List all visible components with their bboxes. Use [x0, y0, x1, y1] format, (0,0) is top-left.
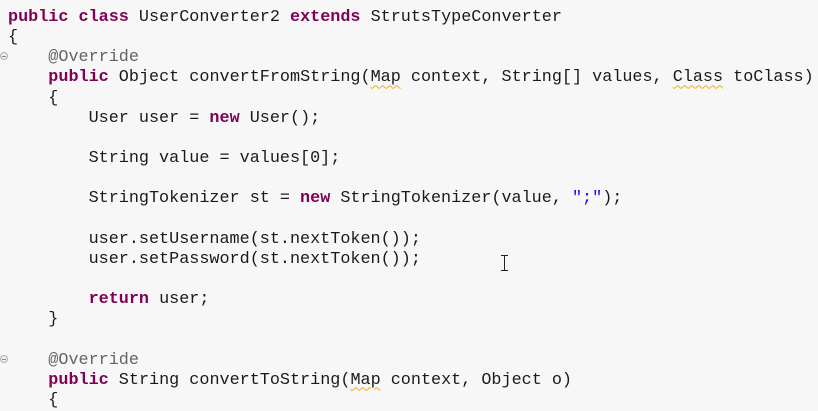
code-token: {: [8, 88, 59, 108]
keyword-token: extends: [290, 8, 361, 27]
code-token: {: [8, 390, 59, 410]
code-token: context, Object o): [380, 370, 572, 390]
keyword-token: new: [300, 189, 331, 209]
code-token: toClass): [723, 68, 814, 88]
code-line[interactable]: public class UserConverter2 extends Stru…: [8, 8, 562, 28]
fold-toggle-icon[interactable]: [0, 52, 8, 61]
code-line[interactable]: public Object convertFromString(Map cont…: [8, 68, 814, 88]
code-line[interactable]: {: [8, 391, 58, 411]
code-token: StringTokenizer st =: [8, 189, 301, 209]
code-token: StrutsTypeConverter: [360, 8, 562, 27]
code-line[interactable]: user.setUsername(st.nextToken());: [8, 230, 421, 250]
keyword-token: return: [88, 290, 150, 310]
code-token: {: [8, 28, 19, 48]
warning-token: Class: [672, 68, 724, 88]
code-line[interactable]: return user;: [8, 290, 210, 310]
code-line[interactable]: String value = values[0];: [8, 149, 341, 169]
annotation-token: @Override: [48, 350, 139, 370]
warning-token: Map: [370, 68, 401, 88]
code-token: [8, 371, 48, 390]
code-line[interactable]: @Override: [8, 351, 139, 371]
keyword-token: public: [48, 370, 109, 390]
code-token: [8, 290, 89, 309]
code-token: user.setPassword(st.nextToken());: [8, 249, 421, 269]
code-line[interactable]: public String convertToString(Map contex…: [8, 371, 572, 391]
code-token: UserConverter2: [128, 8, 290, 27]
keyword-token: public: [48, 68, 109, 88]
code-token: Object convertFromString(: [108, 68, 371, 88]
keyword-token: public class: [8, 8, 129, 27]
code-line[interactable]: {: [8, 28, 18, 48]
code-line[interactable]: @Override: [8, 48, 139, 68]
code-token: [8, 48, 48, 67]
code-line[interactable]: user.setPassword(st.nextToken());: [8, 250, 421, 270]
code-token: [8, 351, 48, 370]
code-line[interactable]: StringTokenizer st = new StringTokenizer…: [8, 189, 623, 209]
code-token: context, String[] values,: [400, 68, 673, 88]
code-token: user.setUsername(st.nextToken());: [8, 229, 421, 249]
code-token: );: [602, 189, 623, 209]
keyword-token: new: [209, 108, 240, 128]
code-token: [8, 68, 48, 87]
code-line[interactable]: User user = new User();: [8, 108, 321, 129]
code-token: StringTokenizer(value,: [330, 189, 572, 209]
code-line[interactable]: {: [8, 89, 58, 109]
code-token: }: [8, 310, 59, 330]
code-line[interactable]: }: [8, 310, 58, 330]
string-token: ";": [571, 189, 603, 209]
annotation-token: @Override: [48, 48, 139, 68]
code-token: String value = values[0];: [8, 149, 341, 169]
code-token: String convertToString(: [108, 370, 351, 390]
code-token: User();: [239, 108, 321, 128]
code-token: user;: [149, 290, 210, 310]
warning-token: Map: [350, 370, 381, 390]
text-cursor-ibeam-icon: [500, 255, 510, 271]
fold-toggle-icon[interactable]: [0, 354, 8, 363]
code-token: User user =: [8, 108, 210, 128]
